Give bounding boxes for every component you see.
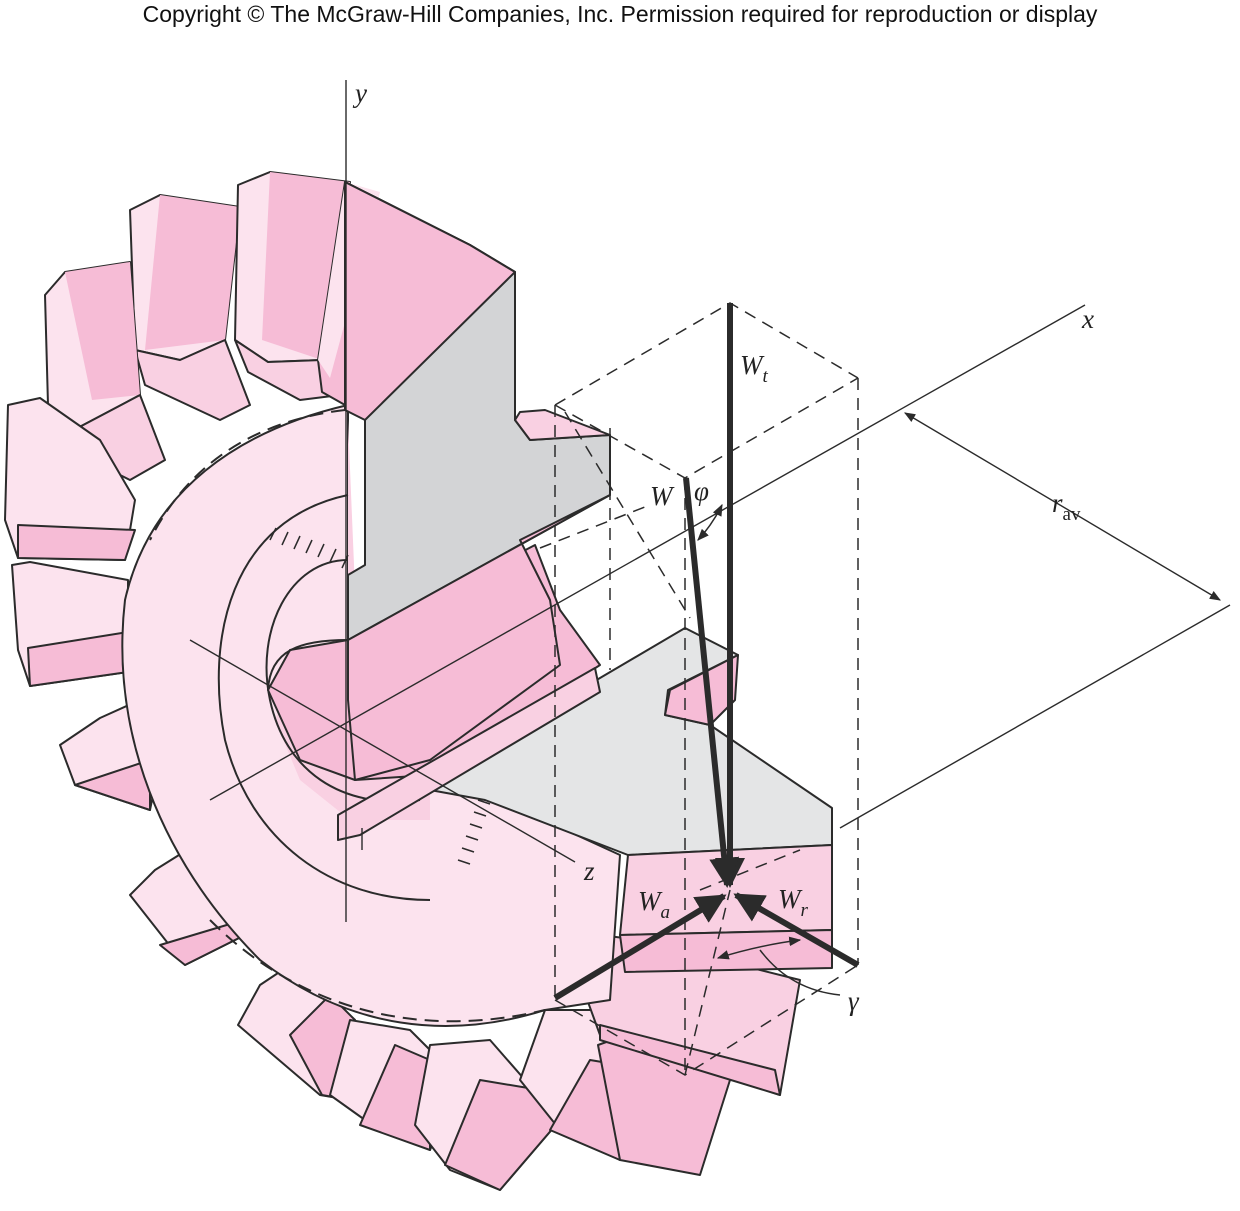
dimension-extension-line	[839, 604, 1231, 829]
wr-label: Wr	[778, 884, 809, 921]
y-axis-label: y	[352, 78, 367, 108]
labels: y x z Wt W φ Wa Wr γ rav	[352, 78, 1094, 1016]
phi-label: φ	[694, 476, 709, 506]
section-cut-upper	[344, 181, 611, 781]
phi-angle-arc	[697, 503, 723, 541]
gamma-label: γ	[848, 986, 860, 1016]
z-axis-label: z	[583, 856, 595, 886]
wa-label: Wa	[638, 886, 670, 923]
gear-tooth	[129, 194, 251, 421]
gear-tooth	[579, 934, 801, 1096]
axis-lines	[189, 80, 1231, 922]
gamma-angle-arc	[716, 936, 802, 960]
rav-dimension	[904, 412, 1221, 601]
gear-tooth	[11, 561, 129, 687]
axial-force-arrow	[553, 893, 727, 1001]
resultant-force-arrow	[683, 477, 740, 888]
x-axis-line	[209, 304, 1086, 801]
radial-force-arrow	[733, 892, 860, 968]
gear-tooth	[4, 397, 136, 561]
angle-arcs	[697, 503, 841, 996]
force-arrows	[553, 303, 860, 1001]
wt-label: Wt	[740, 350, 769, 387]
rav-label: rav	[1052, 488, 1081, 525]
copyright-notice: Copyright © The McGraw-Hill Companies, I…	[142, 1, 1098, 27]
x-axis-label: x	[1081, 304, 1094, 334]
hub-hatch-marks	[269, 527, 491, 865]
w-label: W	[650, 481, 675, 511]
gamma-leader	[759, 949, 841, 996]
gear-tooth	[414, 1039, 561, 1191]
z-axis-line	[189, 639, 576, 863]
